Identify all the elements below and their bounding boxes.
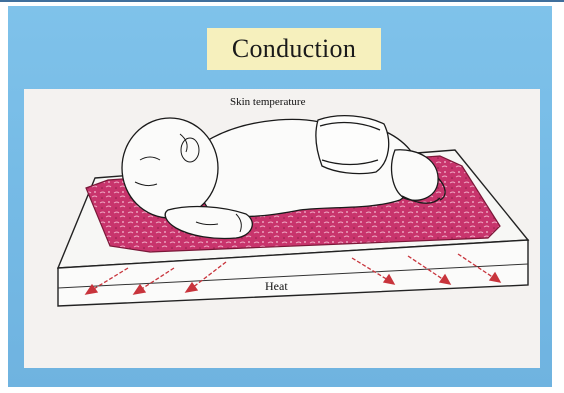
heat-label: Heat — [265, 279, 288, 294]
skin-temperature-label: Skin temperature — [230, 96, 305, 108]
